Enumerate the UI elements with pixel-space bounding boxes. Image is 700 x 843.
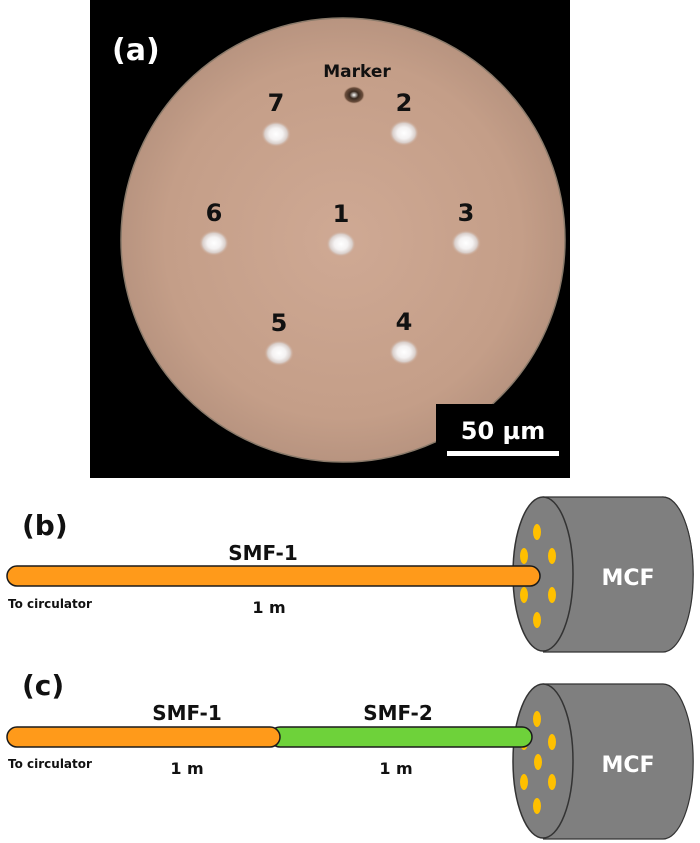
core-spot-7 — [261, 121, 291, 147]
smf1-fiber-b — [6, 565, 541, 587]
smf1-length-b: 1 m — [252, 598, 285, 617]
core-label-3: 3 — [458, 199, 475, 227]
panel-a-label: (a) — [112, 33, 160, 68]
smf1-length-c: 1 m — [170, 759, 203, 778]
mcf-cylinder-b — [512, 496, 694, 653]
panel-a: (a) Marker 1 2 3 4 5 6 7 50 µm — [90, 0, 570, 478]
mcf-core-c — [548, 774, 556, 790]
to-circulator-label-c: To circulator — [8, 757, 92, 771]
core-label-2: 2 — [396, 89, 413, 117]
core-label-1: 1 — [333, 200, 350, 228]
core-spot-4 — [389, 339, 419, 365]
core-label-7: 7 — [268, 89, 285, 117]
mcf-label-b: MCF — [601, 566, 654, 591]
core-labels: 1 2 3 4 5 6 7 — [206, 89, 475, 337]
marker-label: Marker — [323, 62, 391, 82]
mcf-core-c — [533, 711, 541, 727]
mcf-cores-b — [520, 524, 556, 628]
panel-c-label: (c) — [22, 669, 64, 702]
core-label-4: 4 — [396, 308, 413, 336]
mcf-front-face-c — [512, 683, 574, 839]
mcf-core-b — [548, 548, 556, 564]
mcf-core-b — [520, 587, 528, 603]
smf2-length-c: 1 m — [379, 759, 412, 778]
smf1-label-b: SMF-1 — [228, 541, 298, 565]
panel-b-label: (b) — [22, 509, 68, 542]
mcf-core-b — [548, 587, 556, 603]
smf1-fiber-c — [6, 726, 281, 748]
core-spots — [199, 120, 481, 366]
panel-b: (b) SMF-1 1 m To circulator MCF — [6, 496, 694, 653]
to-circulator-label-b: To circulator — [8, 597, 92, 611]
scale-bar-label: 50 µm — [461, 417, 545, 445]
mcf-core-b — [533, 524, 541, 540]
core-spot-3 — [451, 230, 481, 256]
marker-dot — [343, 86, 365, 104]
smf1-label-c: SMF-1 — [152, 701, 222, 725]
smf2-fiber-c — [269, 726, 533, 748]
mcf-cylinder-c — [512, 683, 694, 840]
mcf-core-b — [533, 612, 541, 628]
core-spot-6 — [199, 230, 229, 256]
core-spot-1 — [326, 231, 356, 257]
mcf-core-c — [534, 754, 542, 770]
mcf-label-c: MCF — [601, 753, 654, 778]
scale-bar-box — [436, 404, 568, 476]
core-label-6: 6 — [206, 199, 223, 227]
mcf-core-c — [520, 774, 528, 790]
panel-c: (c) SMF-1 1 m SMF-2 1 m To cir — [6, 669, 694, 840]
mcf-back-arc-c — [662, 683, 694, 840]
core-spot-2 — [389, 120, 419, 146]
smf2-label-c: SMF-2 — [363, 701, 433, 725]
mcf-core-b — [520, 548, 528, 564]
mcf-core-c — [548, 734, 556, 750]
scale-bar-line — [447, 451, 559, 456]
mcf-back-arc-b — [662, 496, 694, 653]
core-spot-5 — [264, 340, 294, 366]
core-label-5: 5 — [271, 309, 288, 337]
mcf-core-c — [533, 798, 541, 814]
